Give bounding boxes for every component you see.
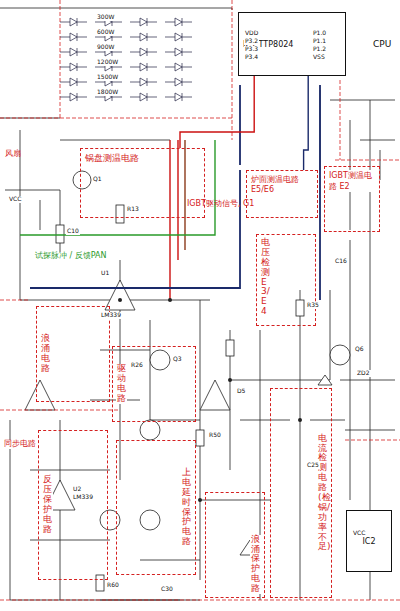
part-label: R26 bbox=[130, 362, 144, 369]
part-label: LM339 bbox=[72, 494, 94, 501]
ic-chip: IC2 bbox=[346, 510, 392, 572]
part-label: VSS bbox=[312, 54, 326, 61]
led-symbol bbox=[130, 18, 157, 26]
part-label: 试探脉冲 / 反馈PAN bbox=[34, 252, 108, 261]
part-label: U2 bbox=[72, 486, 82, 493]
part-label: R50 bbox=[208, 432, 222, 439]
circuit-region: 炉面测温电路 E5/E6 bbox=[246, 170, 318, 218]
led-symbol bbox=[60, 33, 87, 41]
part-label: Q1 bbox=[92, 176, 103, 183]
part-label: P1.1 bbox=[312, 38, 327, 45]
part-label: Q3 bbox=[172, 356, 183, 363]
part-label: P3.4 bbox=[244, 54, 259, 61]
region-title: 电流检测电路(检锅/功率不足) bbox=[317, 434, 328, 553]
part-label: VCC bbox=[8, 196, 22, 203]
part-label: R13 bbox=[126, 206, 140, 213]
circuit-region: IGBT测温电路 E2 bbox=[324, 166, 380, 232]
part-label: D5 bbox=[236, 388, 246, 395]
led-symbol bbox=[165, 33, 192, 41]
region-title: 浪涌电路 bbox=[40, 334, 51, 374]
circuit-region: 浪涌电路 bbox=[36, 306, 110, 402]
region-title: 反压保护电路 bbox=[42, 475, 53, 534]
part-label: C16 bbox=[334, 258, 348, 265]
led-symbol bbox=[60, 18, 87, 26]
part-label: 900W bbox=[96, 44, 115, 51]
region-title: 浪涌保护电路 bbox=[250, 535, 261, 594]
region-title: IGBT测温电路 E2 bbox=[328, 170, 376, 192]
part-label: 1800W bbox=[96, 89, 119, 96]
led-symbol bbox=[130, 63, 157, 71]
led-symbol bbox=[130, 48, 157, 56]
part-label: 1200W bbox=[96, 59, 119, 66]
region-title: 驱动电路 bbox=[116, 364, 127, 404]
part-label: C30 bbox=[160, 586, 174, 593]
signal-wire bbox=[304, 76, 309, 170]
led-symbol bbox=[60, 48, 87, 56]
part-label: P3.3 bbox=[244, 46, 259, 53]
section-label: 同步电路 bbox=[3, 440, 13, 449]
led-symbol bbox=[60, 63, 87, 71]
part-label: ZD2 bbox=[356, 370, 371, 377]
part-label: CPU bbox=[372, 40, 392, 50]
part-label: R35 bbox=[306, 302, 320, 309]
led-symbol bbox=[165, 93, 192, 101]
part-label: C10 bbox=[66, 228, 80, 235]
region-title: 电压检测E3/E4 bbox=[260, 238, 271, 317]
part-label: 1500W bbox=[96, 74, 119, 81]
led-symbol bbox=[60, 93, 87, 101]
led-symbol bbox=[130, 78, 157, 86]
led-symbol bbox=[130, 33, 157, 41]
part-label: P1.0 bbox=[312, 30, 327, 37]
region-title: 上电延时保护电路 bbox=[181, 468, 192, 547]
circuit-region: 电流检测电路(检锅/功率不足) bbox=[270, 388, 332, 598]
part-label: 600W bbox=[96, 29, 115, 36]
circuit-region: 驱动电路 bbox=[112, 346, 196, 422]
part-label: VCC bbox=[352, 530, 366, 537]
circuit-region: 浪涌保护电路 bbox=[205, 492, 265, 598]
circuit-region: 反压保护电路 bbox=[38, 430, 108, 580]
part-label: 300W bbox=[96, 14, 115, 21]
region-title: 锅盘测温电路 bbox=[84, 152, 140, 165]
section-label: IGBT驱动信号, G1 bbox=[186, 200, 196, 209]
part-label: R60 bbox=[106, 582, 120, 589]
part-label: LM339 bbox=[100, 312, 122, 319]
part-label: Q6 bbox=[354, 346, 365, 353]
part-label: U1 bbox=[100, 270, 110, 277]
part-label: P1.2 bbox=[312, 46, 327, 53]
led-symbol bbox=[165, 48, 192, 56]
part-label: P3.2 bbox=[244, 38, 259, 45]
signal-wire bbox=[180, 76, 254, 148]
circuit-region: 电压检测E3/E4 bbox=[256, 234, 316, 326]
led-symbol bbox=[165, 63, 192, 71]
led-symbol bbox=[60, 78, 87, 86]
led-symbol bbox=[130, 93, 157, 101]
region-title: 炉面测温电路 E5/E6 bbox=[250, 174, 314, 194]
led-symbol bbox=[165, 78, 192, 86]
part-label: VDD bbox=[244, 30, 259, 37]
circuit-region: 上电延时保护电路 bbox=[116, 440, 196, 575]
section-label: 风扇 bbox=[4, 150, 14, 159]
region-title: IC2 bbox=[361, 537, 376, 546]
part-label: C25 bbox=[306, 462, 320, 469]
led-symbol bbox=[165, 18, 192, 26]
